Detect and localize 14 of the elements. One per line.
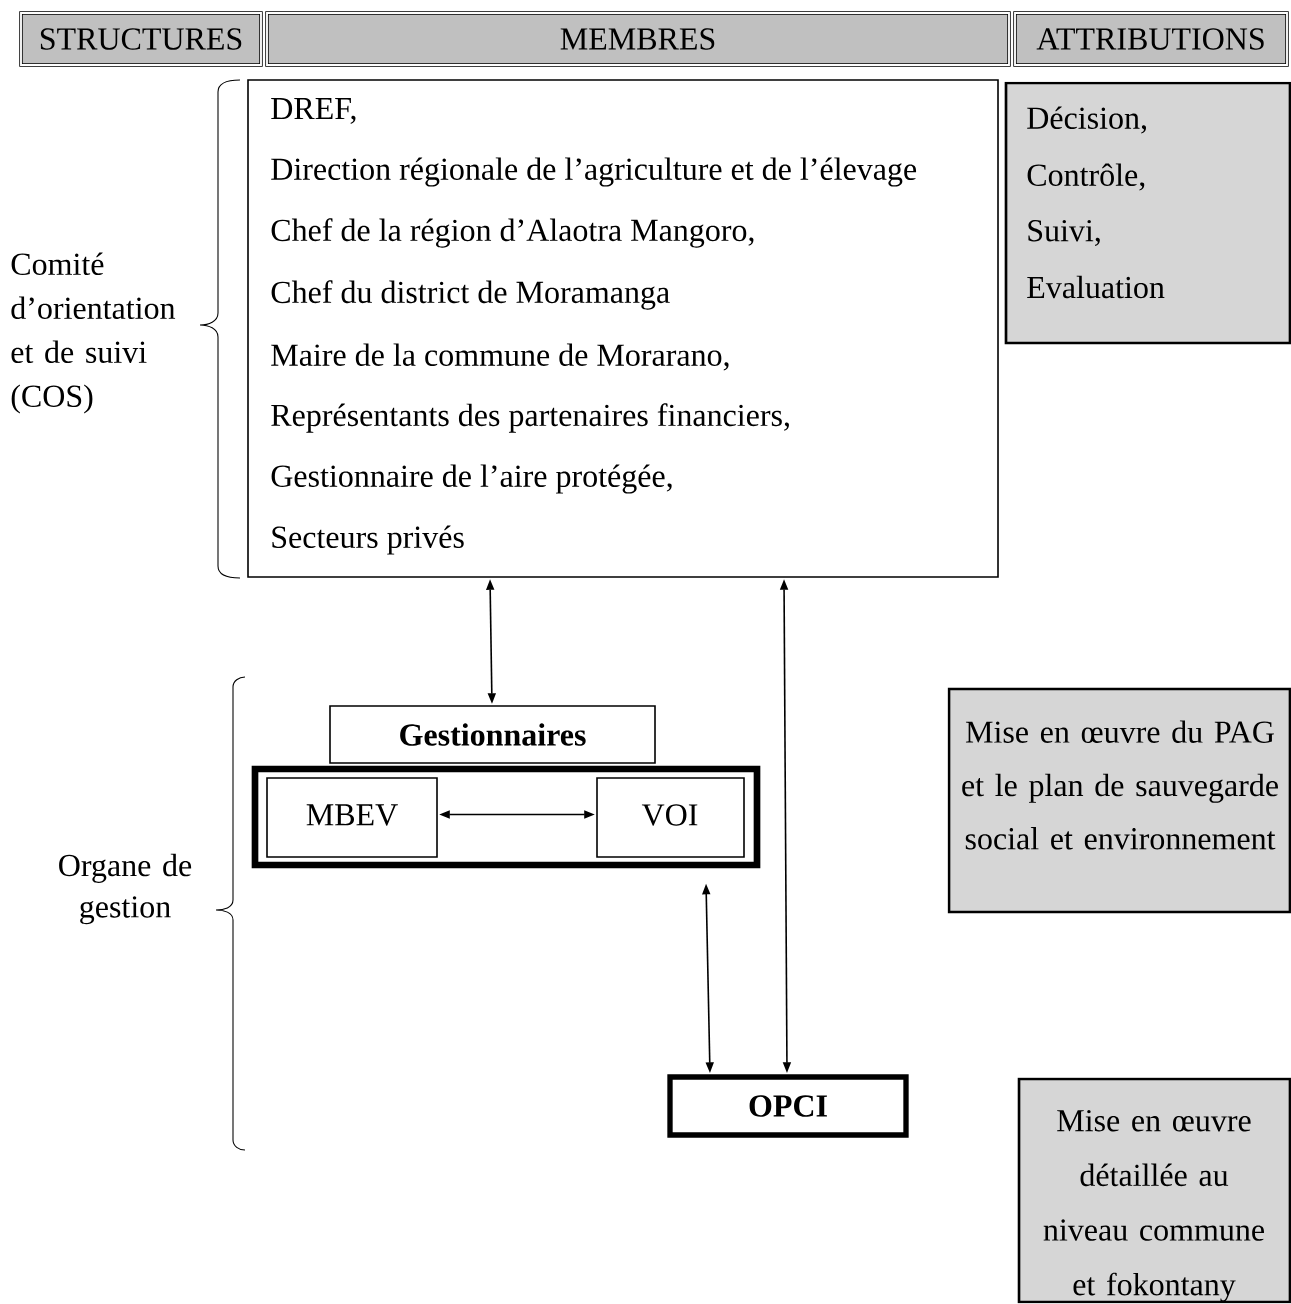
header-cell: MEMBRES	[265, 11, 1011, 67]
members-box: DREF, Direction régionale de l’agriculture et de l’élevage Chef de la région d’Alaotra Mangoro, Chef du district de Moramanga Maire de la commune de Morarano, Représentants des partenaires financiers, Gestionnaire de l’aire protégée, Secteurs privés	[247, 79, 999, 578]
attributions-box: Décision, Contrôle, Suivi, Evaluation	[1004, 81, 1291, 345]
attributions-box: Mise en œuvre détaillée au niveau commune et fokontany	[1017, 1077, 1291, 1304]
process-box: Gestionnaires	[329, 705, 656, 764]
header-cell: ATTRIBUTIONS	[1013, 11, 1289, 67]
header-cell: STRUCTURES	[19, 11, 263, 67]
structure-label: Comité d’orientation et de suivi (COS)	[11, 252, 176, 414]
process-box: MBEV	[266, 777, 438, 858]
process-box: VOI	[596, 777, 745, 858]
group-box	[251, 765, 761, 869]
structure-label: Organe de gestion	[59, 853, 192, 925]
process-box: OPCI	[667, 1074, 909, 1138]
attributions-box: Mise en œuvre du PAG et le plan de sauvegarde social et environnement	[947, 687, 1291, 914]
